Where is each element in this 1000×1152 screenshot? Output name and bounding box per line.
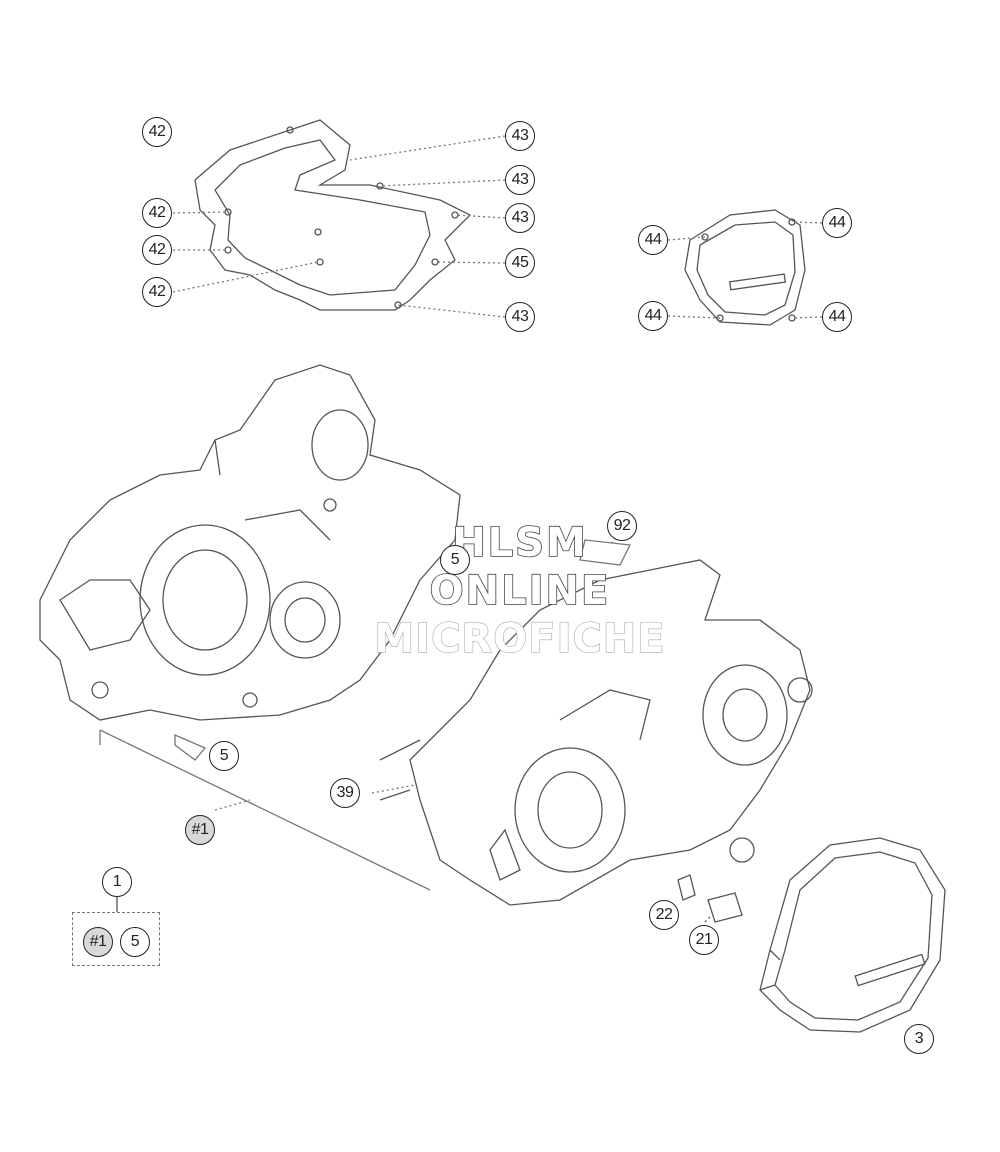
callout-label: 44	[644, 231, 662, 248]
callout-label: 44	[828, 308, 846, 325]
engine-kit-contents-box	[72, 912, 160, 966]
callout-3[interactable]: 3	[904, 1024, 934, 1054]
callout-label: 42	[148, 283, 166, 300]
callout-39[interactable]: 39	[330, 778, 360, 808]
left-crankcase-drawing	[39, 364, 461, 721]
callout-label: 43	[511, 127, 529, 144]
callout-22[interactable]: 22	[649, 900, 679, 930]
callout-44[interactable]: 44	[822, 302, 852, 332]
callout-92[interactable]: 92	[607, 511, 637, 541]
callout-43[interactable]: 43	[505, 302, 535, 332]
callout-hash-1[interactable]: #1	[83, 927, 113, 957]
callout-43[interactable]: 43	[505, 121, 535, 151]
callout-hash-1[interactable]: #1	[185, 815, 215, 845]
ignition-cover-drawing	[684, 209, 806, 326]
callout-label: 43	[511, 308, 529, 325]
callout-label: 43	[511, 171, 529, 188]
callout-label: 42	[148, 123, 166, 140]
callout-label: 22	[655, 906, 673, 923]
callout-21[interactable]: 21	[689, 925, 719, 955]
plug-parts-drawing	[677, 874, 743, 923]
callout-label: 44	[828, 214, 846, 231]
clutch-cover-drawing	[759, 837, 946, 1033]
callout-label: 45	[511, 254, 529, 271]
callout-44[interactable]: 44	[822, 208, 852, 238]
callout-label: 42	[148, 241, 166, 258]
callout-44[interactable]: 44	[638, 301, 668, 331]
gasket-leader-lines	[172, 135, 506, 318]
callout-42[interactable]: 42	[142, 117, 172, 147]
callout-label: #1	[191, 821, 209, 838]
left-case-frame-lines	[99, 729, 431, 891]
callout-label: 39	[336, 784, 354, 801]
callout-5[interactable]: 5	[440, 545, 470, 575]
callout-5[interactable]: 5	[120, 927, 150, 957]
callout-5[interactable]: 5	[209, 741, 239, 771]
callout-label: 5	[130, 933, 140, 950]
callout-label: 43	[511, 209, 529, 226]
callout-label: 5	[219, 747, 229, 764]
ignition-leader-lines	[667, 221, 823, 319]
callout-label: 3	[914, 1030, 924, 1047]
callout-label: #1	[89, 933, 107, 950]
callout-45[interactable]: 45	[505, 248, 535, 278]
callout-42[interactable]: 42	[142, 235, 172, 265]
callout-label: 21	[695, 931, 713, 948]
callout-42[interactable]: 42	[142, 198, 172, 228]
crankcase-gasket-drawing	[194, 119, 472, 311]
callout-label: 5	[450, 551, 460, 568]
callout-1[interactable]: 1	[102, 867, 132, 897]
callout-label: 92	[613, 517, 631, 534]
right-crankcase-drawing	[379, 559, 813, 906]
right-case-frame-lines	[371, 529, 631, 794]
callout-43[interactable]: 43	[505, 203, 535, 233]
callout-label: 42	[148, 204, 166, 221]
callout-43[interactable]: 43	[505, 165, 535, 195]
callout-label: 1	[112, 873, 122, 890]
callout-42[interactable]: 42	[142, 277, 172, 307]
callout-44[interactable]: 44	[638, 225, 668, 255]
callout-label: 44	[644, 307, 662, 324]
